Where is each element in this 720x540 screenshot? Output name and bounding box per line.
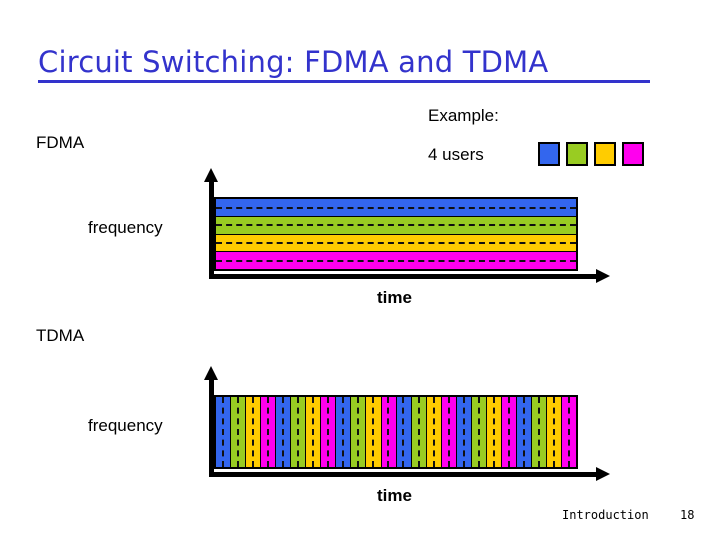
tdma-slot-1 — [216, 397, 232, 467]
tdma-slot-divider — [357, 397, 360, 467]
fdma-x-axis-label: time — [377, 288, 412, 307]
tdma-slot-11 — [366, 397, 382, 467]
fdma-x-axis-arrow-icon — [596, 269, 610, 283]
users-count-label: 4 users — [428, 145, 484, 164]
tdma-slot-divider — [221, 397, 224, 467]
tdma-slot-divider — [312, 397, 315, 467]
tdma-slot-4 — [261, 397, 277, 467]
tdma-slot-19 — [486, 397, 502, 467]
tdma-x-axis-label: time — [377, 486, 412, 505]
tdma-slot-24 — [562, 397, 577, 467]
fdma-section-label: FDMA — [36, 133, 85, 152]
tdma-y-axis-label: frequency — [88, 416, 163, 435]
tdma-slot-16 — [441, 397, 457, 467]
tdma-slot-7 — [306, 397, 322, 467]
fdma-band-divider — [216, 224, 576, 227]
tdma-slot-10 — [351, 397, 367, 467]
tdma-slot-divider — [477, 397, 480, 467]
fdma-band-divider — [216, 259, 576, 262]
tdma-slot-divider — [267, 397, 270, 467]
tdma-slot-divider — [567, 397, 570, 467]
legend-swatch-user-1 — [538, 142, 560, 166]
tdma-slot-21 — [516, 397, 532, 467]
tdma-slot-8 — [321, 397, 337, 467]
footer-page-number: 18 — [680, 508, 695, 522]
fdma-y-axis-label: frequency — [88, 218, 163, 237]
title-underline — [38, 80, 650, 83]
fdma-band-divider — [216, 206, 576, 209]
fdma-band-divider — [216, 242, 576, 245]
tdma-slot-divider — [552, 397, 555, 467]
legend-swatch-user-4 — [622, 142, 644, 166]
tdma-slot-divider — [282, 397, 285, 467]
fdma-band-user-2 — [216, 216, 576, 235]
tdma-slot-divider — [507, 397, 510, 467]
tdma-slot-divider — [522, 397, 525, 467]
tdma-slot-17 — [456, 397, 472, 467]
tdma-slot-20 — [501, 397, 517, 467]
tdma-slot-divider — [447, 397, 450, 467]
tdma-slot-22 — [531, 397, 548, 467]
footer-section-label: Introduction — [562, 508, 649, 522]
fdma-band-user-3 — [216, 234, 576, 253]
tdma-slot-divider — [492, 397, 495, 467]
legend-swatch-user-2 — [566, 142, 588, 166]
tdma-y-axis-arrow-icon — [204, 366, 218, 380]
tdma-slot-14 — [411, 397, 427, 467]
legend-swatch-user-3 — [594, 142, 616, 166]
tdma-slot-9 — [336, 397, 352, 467]
fdma-band-user-1 — [216, 199, 576, 217]
example-caption: Example: — [428, 106, 499, 125]
tdma-slot-divider — [387, 397, 390, 467]
legend — [538, 142, 644, 166]
fdma-band-stack — [214, 197, 578, 271]
tdma-slot-strip — [214, 395, 578, 469]
tdma-slot-divider — [372, 397, 375, 467]
tdma-slot-divider — [462, 397, 465, 467]
tdma-chart — [200, 366, 620, 484]
tdma-y-axis — [209, 378, 214, 477]
tdma-slot-divider — [251, 397, 254, 467]
tdma-slot-divider — [236, 397, 239, 467]
tdma-slot-divider — [297, 397, 300, 467]
tdma-slot-divider — [417, 397, 420, 467]
tdma-x-axis-arrow-icon — [596, 467, 610, 481]
tdma-slot-18 — [471, 397, 487, 467]
tdma-slot-6 — [291, 397, 307, 467]
tdma-slot-3 — [246, 397, 262, 467]
tdma-x-axis — [209, 472, 599, 477]
tdma-section-label: TDMA — [36, 326, 85, 345]
fdma-x-axis — [209, 274, 599, 279]
fdma-y-axis-arrow-icon — [204, 168, 218, 182]
tdma-slot-12 — [381, 397, 397, 467]
fdma-y-axis — [209, 180, 214, 279]
fdma-band-user-4 — [216, 252, 576, 269]
tdma-slot-23 — [547, 397, 563, 467]
tdma-slot-divider — [342, 397, 345, 467]
tdma-slot-divider — [432, 397, 435, 467]
page-title: Circuit Switching: FDMA and TDMA — [38, 45, 549, 79]
tdma-slot-2 — [231, 397, 247, 467]
tdma-slot-divider — [537, 397, 540, 467]
fdma-chart — [200, 168, 620, 286]
tdma-slot-divider — [402, 397, 405, 467]
tdma-slot-15 — [426, 397, 442, 467]
tdma-slot-13 — [396, 397, 412, 467]
tdma-slot-divider — [327, 397, 330, 467]
tdma-slot-5 — [276, 397, 292, 467]
